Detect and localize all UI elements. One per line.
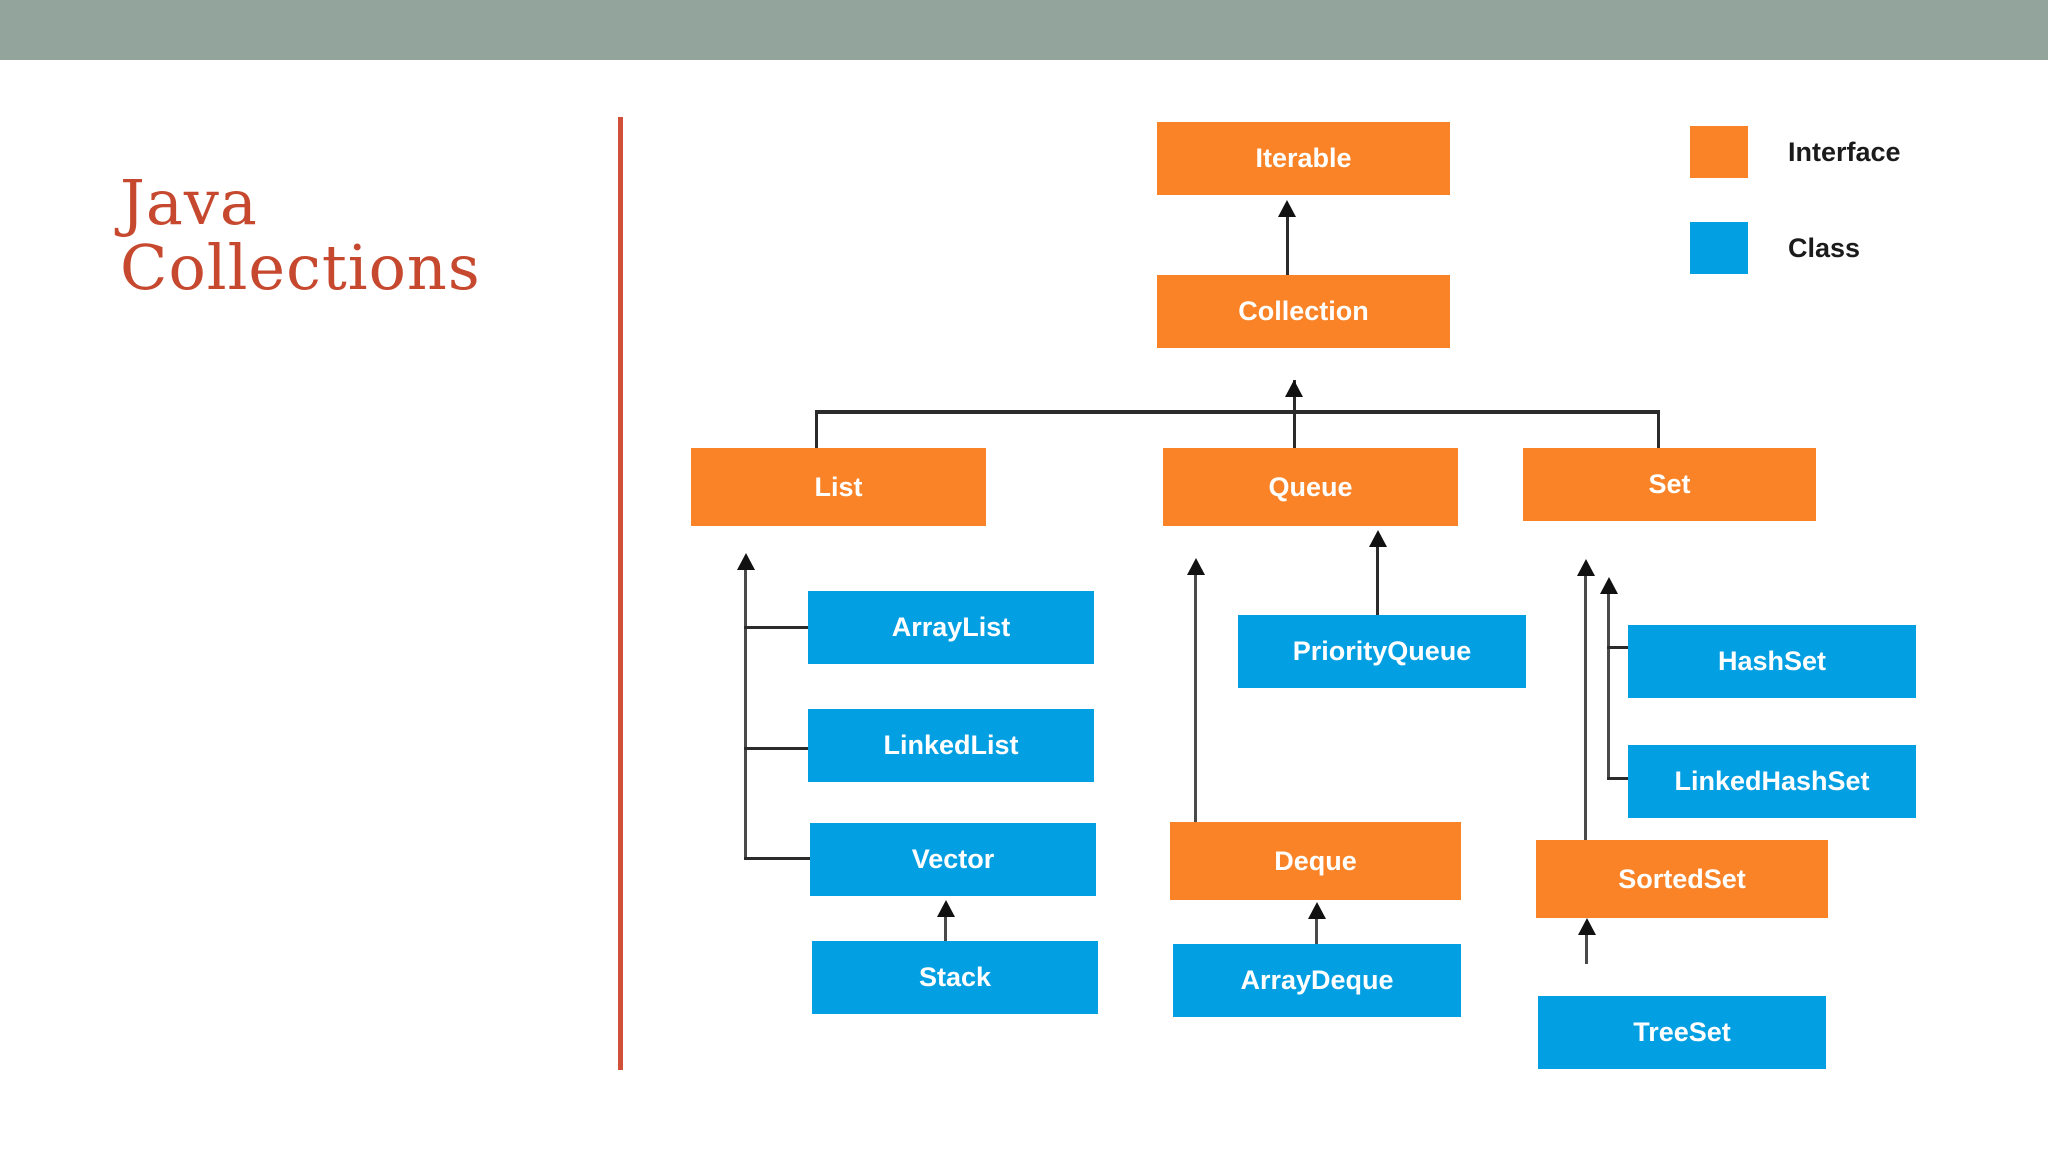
edge-bus-drop-list	[815, 410, 818, 448]
node-label-queue: Queue	[1268, 471, 1353, 502]
node-label-sortedset: SortedSet	[1618, 863, 1746, 894]
node-label-list: List	[814, 471, 863, 502]
legend-swatch-class	[1690, 222, 1748, 274]
legend-label-interface: Interface	[1788, 136, 1901, 167]
edge-collection-bus	[815, 410, 1660, 414]
node-iterable[interactable]: Iterable	[1157, 122, 1450, 195]
edge-bus-to-collection-arrow	[1285, 380, 1303, 397]
edge-list-trunk	[744, 570, 747, 860]
legend-item-class: Class	[1690, 222, 1860, 274]
node-label-linkedhashset: LinkedHashSet	[1674, 766, 1870, 796]
edge-bus-drop-queue	[1293, 410, 1296, 448]
node-hashset[interactable]: HashSet	[1628, 625, 1916, 698]
edge-stack-to-vector-arrow	[937, 900, 955, 917]
node-label-arraylist: ArrayList	[891, 612, 1011, 642]
node-vector[interactable]: Vector	[810, 823, 1096, 896]
edge-stub-linkedhashset	[1607, 777, 1631, 780]
node-label-linkedlist: LinkedList	[883, 730, 1019, 760]
title-line-1: Java	[120, 166, 258, 239]
edge-deque-to-queue-arrow	[1187, 558, 1205, 575]
edge-collection-to-iterable-line	[1286, 212, 1289, 275]
edge-deque-to-queue-line	[1194, 575, 1197, 822]
node-stack[interactable]: Stack	[812, 941, 1098, 1014]
legend-item-interface: Interface	[1690, 126, 1901, 178]
node-label-deque: Deque	[1274, 845, 1357, 876]
edge-arraydeque-to-deque-arrow	[1308, 902, 1326, 919]
node-linkedlist[interactable]: LinkedList	[808, 709, 1094, 782]
node-treeset[interactable]: TreeSet	[1538, 996, 1826, 1069]
node-set[interactable]: Set	[1523, 448, 1816, 521]
edge-stub-hashset	[1607, 646, 1631, 649]
node-collection[interactable]: Collection	[1157, 275, 1450, 348]
node-label-hashset: HashSet	[1717, 646, 1827, 676]
node-label-arraydeque: ArrayDeque	[1240, 965, 1394, 995]
legend-label-class: Class	[1788, 232, 1861, 263]
edge-treeset-to-sortedset-line	[1585, 932, 1588, 964]
node-arraydeque[interactable]: ArrayDeque	[1173, 944, 1461, 1017]
node-list[interactable]: List	[691, 448, 986, 526]
edge-stub-vector	[744, 857, 810, 860]
edge-priorityqueue-to-queue-arrow	[1369, 530, 1387, 547]
node-label-vector: Vector	[911, 844, 995, 874]
node-label-iterable: Iterable	[1255, 143, 1352, 173]
node-queue[interactable]: Queue	[1163, 448, 1458, 526]
node-sortedset[interactable]: SortedSet	[1536, 840, 1828, 918]
node-linkedhashset[interactable]: LinkedHashSet	[1628, 745, 1916, 818]
edge-priorityqueue-to-queue-line	[1376, 547, 1379, 615]
edge-bus-drop-set	[1657, 410, 1660, 448]
node-label-treeset: TreeSet	[1633, 1017, 1731, 1047]
node-label-priorityqueue: PriorityQueue	[1292, 636, 1472, 666]
legend-swatch-interface	[1690, 126, 1748, 178]
node-label-stack: Stack	[918, 962, 992, 992]
vertical-divider	[618, 117, 623, 1070]
edge-stub-linkedlist	[744, 747, 808, 750]
edge-set-trunk	[1607, 594, 1610, 780]
edge-sortedset-to-set-arrow	[1577, 559, 1595, 576]
page-title: Java Collections	[120, 170, 590, 300]
node-deque[interactable]: Deque	[1170, 822, 1461, 900]
edge-arraydeque-to-deque-line	[1315, 915, 1318, 944]
edge-sortedset-to-set-line	[1584, 576, 1587, 840]
edge-stack-to-vector-line	[944, 913, 947, 941]
edge-list-trunk-arrow	[737, 553, 755, 570]
edge-treeset-to-sortedset-arrow	[1578, 918, 1596, 935]
title-line-2: Collections	[120, 231, 481, 305]
edge-collection-to-iterable-arrow	[1278, 200, 1296, 217]
node-arraylist[interactable]: ArrayList	[808, 591, 1094, 664]
edge-stub-arraylist	[744, 626, 808, 629]
node-priorityqueue[interactable]: PriorityQueue	[1238, 615, 1526, 688]
slide-header-bar	[0, 0, 2048, 60]
node-label-set: Set	[1648, 469, 1691, 499]
edge-set-trunk-arrow	[1600, 577, 1618, 594]
node-label-collection: Collection	[1238, 296, 1369, 326]
